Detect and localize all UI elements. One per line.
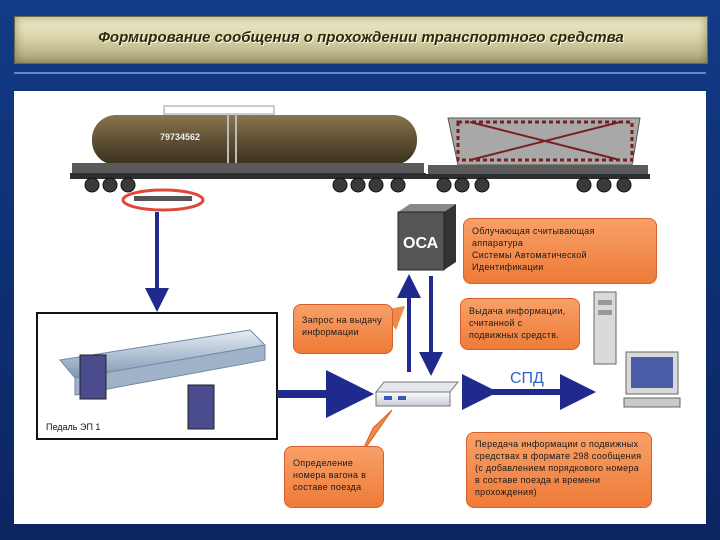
tank-wheels: [84, 177, 406, 193]
pedal-sensor-left: [79, 354, 107, 400]
rail-with-pedals: [59, 329, 267, 430]
issue-info-box: Выдача информации, считанной с подвижных…: [460, 298, 580, 350]
determine-info-text: Определение номера вагона в составе поез…: [293, 458, 367, 492]
wagon-number: 79734562: [160, 132, 200, 142]
controller-device: [374, 381, 460, 407]
issue-info-text: Выдача информации, считанной с подвижных…: [469, 306, 566, 340]
spd-label: СПД: [510, 370, 544, 387]
reader-antenna-highlight: [121, 188, 205, 212]
computer-monitor: [623, 351, 681, 408]
determine-info-box: Определение номера вагона в составе поез…: [284, 446, 384, 508]
transfer-info-text: Передача информации о подвижных средства…: [475, 439, 642, 497]
pedal-label: Педаль ЭП 1: [46, 422, 100, 432]
page-title: Формирование сообщения о прохождении тра…: [98, 29, 624, 46]
hopper-wheels: [436, 177, 632, 193]
reader-info-box: Облучающая считывающая аппаратура Систем…: [463, 218, 657, 284]
request-info-box: Запрос на выдачу информации: [293, 304, 393, 354]
title-divider: [14, 72, 706, 74]
hopper-wagon: [426, 117, 650, 179]
transfer-info-box: Передача информации о подвижных средства…: [466, 432, 652, 508]
reader-info-text: Облучающая считывающая аппаратура Систем…: [472, 226, 595, 272]
osa-label: ОСА: [403, 235, 439, 252]
tank-wagon: [70, 105, 426, 179]
tank-frame: [72, 163, 424, 173]
callout-tail-determine: [359, 409, 393, 457]
osa-reader: [397, 204, 456, 271]
server-tower: [593, 291, 617, 365]
pedal-sensor-right: [187, 384, 215, 430]
tank-body: [92, 115, 417, 165]
reader-antenna: [134, 196, 192, 201]
tank-railing: [163, 105, 275, 115]
title-bar: Формирование сообщения о прохождении тра…: [14, 16, 708, 64]
request-info-text: Запрос на выдачу информации: [302, 315, 383, 337]
